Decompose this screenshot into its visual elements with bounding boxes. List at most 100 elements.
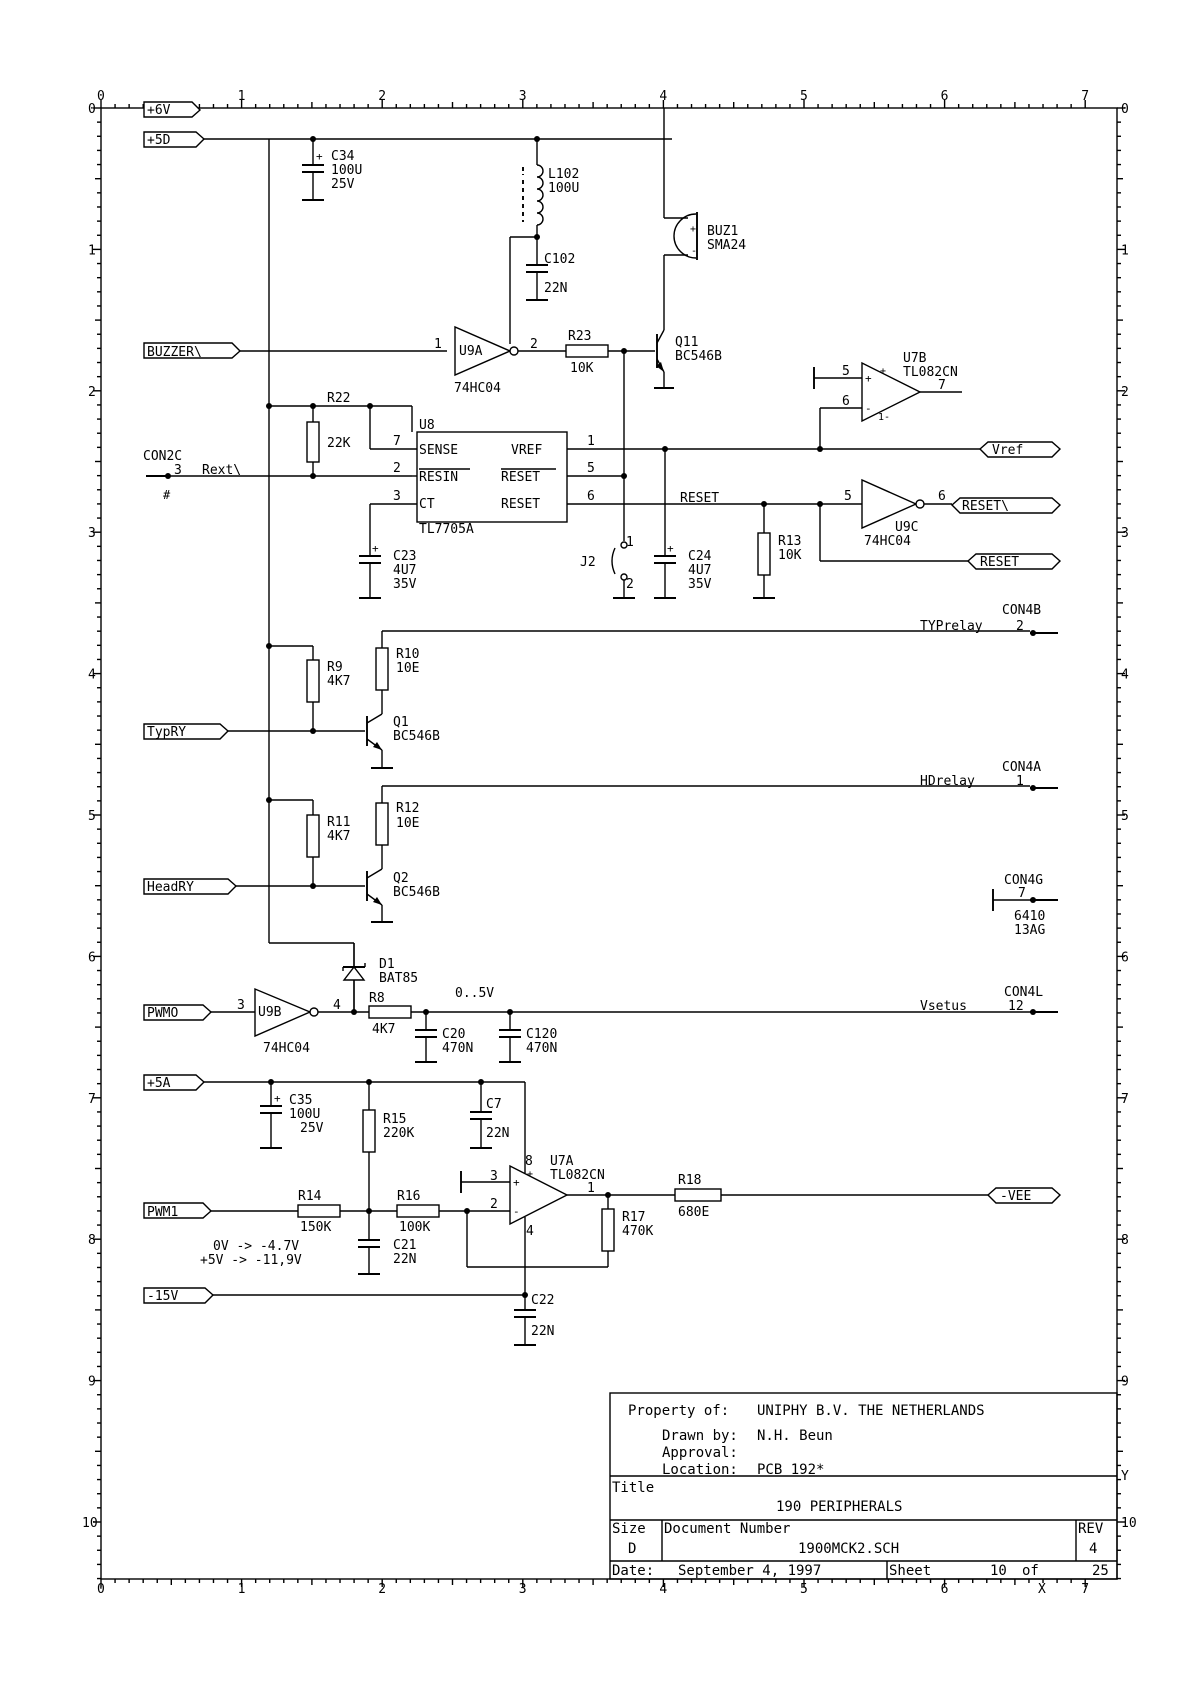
svg-text:5: 5 [844,489,852,504]
diode-d1: D1 BAT85 [342,943,418,1010]
svg-text:1: 1 [626,535,634,550]
port-reset-label: RESET [980,555,1019,570]
net-typrelay: TYPrelay 2 CON4B [381,603,1058,648]
transfer-note: 0V -> -4.7V +5V -> -11,9V [200,1239,302,1268]
svg-text:CON4A: CON4A [1002,760,1041,775]
svg-text:8: 8 [525,1154,533,1169]
svg-text:CON4G: CON4G [1004,873,1043,888]
port-minus15v: -15V [143,1287,525,1304]
svg-text:CON2C: CON2C [143,449,182,464]
port-headry-label: HeadRY [147,880,194,895]
svg-text:470N: 470N [526,1041,557,1056]
port-plus6v-label: +6V [147,103,171,118]
resistor-r13: R13 10K [753,532,802,599]
port-vee-label: -VEE [1000,1189,1031,1204]
svg-text:R8: R8 [369,991,385,1006]
svg-text:100U: 100U [289,1107,320,1122]
port-vref: Vref [978,441,1062,458]
resistor-r11: R11 4K7 [266,797,350,889]
border-row-label: 8 [88,1233,96,1248]
connector-con4l: Vsetus 12 CON4L [920,985,1058,1015]
svg-text:470N: 470N [442,1041,473,1056]
border-row-label: 8 [1121,1233,1129,1248]
svg-text:22K: 22K [327,436,351,451]
svg-text:-: - [513,1205,520,1218]
port-vee: -VEE [986,1187,1062,1204]
resistor-r14: R14 150K [297,1189,397,1235]
port-buzzer: BUZZER\ [143,342,447,360]
svg-text:22N: 22N [486,1126,509,1141]
svg-text:U9C: U9C [895,520,918,535]
svg-text:Vsetus: Vsetus [920,999,967,1014]
svg-text:Q1: Q1 [393,715,409,730]
svg-text:35V: 35V [688,577,712,592]
capacitor-c120: C120 470N [499,1009,557,1063]
docnum-label: Document Number [664,1521,790,1537]
svg-text:CT: CT [419,497,435,512]
svg-text:C35: C35 [289,1093,312,1108]
svg-text:C20: C20 [442,1027,465,1042]
svg-text:25V: 25V [300,1121,324,1136]
drawn-value: N.H. Beun [757,1428,833,1444]
capacitor-c35: + C35 100U 25V [260,1079,324,1149]
docnum-value: 1900MCK2.SCH [798,1541,899,1557]
svg-text:2: 2 [530,337,538,352]
port-typry-label: TypRY [147,725,186,740]
border-col-label: 2 [378,1582,386,1597]
svg-text:R15: R15 [383,1112,406,1127]
svg-text:C22: C22 [531,1293,554,1308]
svg-text:R16: R16 [397,1189,420,1204]
inductor-l102: L102 100U [522,136,579,237]
svg-text:C23: C23 [393,549,416,564]
capacitor-c24: + C24 4U7 35V [654,542,712,599]
svg-text:C7: C7 [486,1097,502,1112]
total-value: 25 [1092,1563,1109,1579]
capacitor-c20: C20 470N [415,1009,473,1063]
svg-text:SENSE: SENSE [419,443,458,458]
border-col-label: 7 [1081,1582,1089,1597]
border-row-label: 4 [88,668,96,683]
resistor-r17: R17 470K [601,1195,653,1267]
border-col-label: 5 [800,89,808,104]
resistor-r22: R22 22K [266,391,412,479]
resistor-r9: R9 4K7 [266,643,350,734]
svg-text:R14: R14 [298,1189,322,1204]
property-label: Property of: [628,1403,729,1419]
svg-text:U9A: U9A [459,344,483,359]
title-block: Property of: UNIPHY B.V. THE NETHERLANDS… [609,1392,1118,1580]
border-row-label: 1 [88,243,96,258]
location-value: PCB 192* [757,1462,824,1478]
size-value: D [628,1541,636,1557]
svg-text:J2: J2 [580,555,596,570]
svg-text:4K7: 4K7 [372,1022,395,1037]
port-reset-n-label: RESET\ [962,499,1009,514]
svg-text:7: 7 [938,378,946,393]
svg-text:R12: R12 [396,801,419,816]
svg-text:R17: R17 [622,1210,645,1225]
svg-text:VREF: VREF [511,443,542,458]
date-label: Date: [612,1563,654,1579]
svg-text:C21: C21 [393,1238,416,1253]
border-row-label: 6 [88,950,96,965]
connector-con2c: CON2C 3 Rext\ # [143,449,412,502]
svg-text:22N: 22N [531,1324,554,1339]
svg-text:4U7: 4U7 [688,563,711,578]
svg-text:12: 12 [1008,999,1024,1014]
resistor-r10: R10 10E [375,647,419,714]
resistor-r15: R15 220K [362,1079,414,1240]
svg-text:+: + [372,542,379,555]
svg-text:#: # [163,488,171,502]
svg-text:10K: 10K [570,361,594,376]
svg-text:+: + [667,542,674,555]
inverter-u9b: 3 4 U9B 74HC04 [237,987,369,1056]
border-row-label: 5 [88,809,96,824]
border-col-label: 4 [659,89,667,104]
port-reset: RESET [966,553,1062,570]
rev-label: REV [1078,1521,1104,1537]
svg-text:-: - [865,402,872,415]
port-plus5d-label: +5D [147,133,171,148]
svg-text:TL082CN: TL082CN [550,1168,605,1183]
capacitor-c21: C21 22N [358,1238,416,1275]
svg-text:7: 7 [1018,886,1026,901]
